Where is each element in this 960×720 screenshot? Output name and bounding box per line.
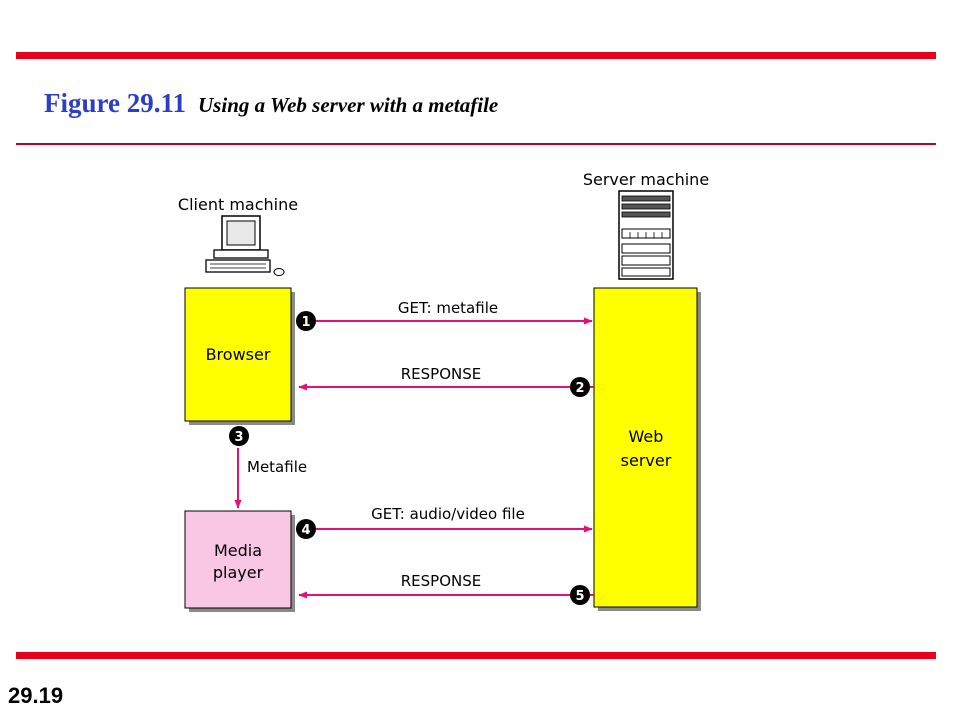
message-3-label: Metafile — [247, 458, 307, 476]
web-server-box: Web server — [593, 287, 701, 611]
server-machine-label: Server machine — [583, 170, 709, 189]
media-player-label-line1: Media — [214, 541, 262, 560]
figure-title: Figure 29.11 Using a Web server with a me… — [44, 88, 498, 119]
svg-text:1: 1 — [301, 315, 310, 330]
web-server-label-line2: server — [621, 451, 672, 470]
svg-text:4: 4 — [301, 523, 310, 538]
message-1-label: GET: metafile — [398, 299, 498, 317]
message-4-arrow: GET: audio/video file — [296, 505, 593, 533]
step-1-badge: 1 — [296, 311, 316, 331]
media-player-box: Media player — [184, 510, 295, 612]
message-5-label: RESPONSE — [401, 572, 482, 590]
top-red-rule — [16, 52, 936, 59]
figure-caption: Using a Web server with a metafile — [198, 93, 499, 117]
figure-number: Figure 29.11 — [44, 88, 187, 118]
bottom-red-rule — [16, 652, 936, 659]
server-tower-icon — [618, 190, 674, 280]
message-3-arrow: Metafile — [234, 448, 307, 509]
svg-text:3: 3 — [234, 430, 243, 445]
message-5-arrow: RESPONSE — [298, 572, 594, 599]
browser-label: Browser — [206, 345, 271, 364]
message-1-arrow: GET: metafile — [296, 299, 593, 325]
message-2-arrow: RESPONSE — [298, 365, 594, 391]
step-5-badge: 5 — [570, 585, 590, 605]
message-2-label: RESPONSE — [401, 365, 482, 383]
message-4-label: GET: audio/video file — [371, 505, 525, 523]
step-4-badge: 4 — [296, 519, 316, 539]
browser-box: Browser — [184, 287, 295, 425]
title-underline-rule — [16, 143, 936, 145]
page-number: 29.19 — [8, 683, 64, 708]
step-3-badge: 3 — [229, 426, 249, 446]
media-player-label-line2: player — [213, 563, 264, 582]
svg-text:5: 5 — [575, 589, 584, 604]
desktop-computer-icon — [205, 215, 285, 276]
svg-text:2: 2 — [575, 381, 584, 396]
step-2-badge: 3 2 — [570, 377, 590, 397]
web-server-label-line1: Web — [629, 427, 664, 446]
client-machine-label: Client machine — [178, 195, 298, 214]
